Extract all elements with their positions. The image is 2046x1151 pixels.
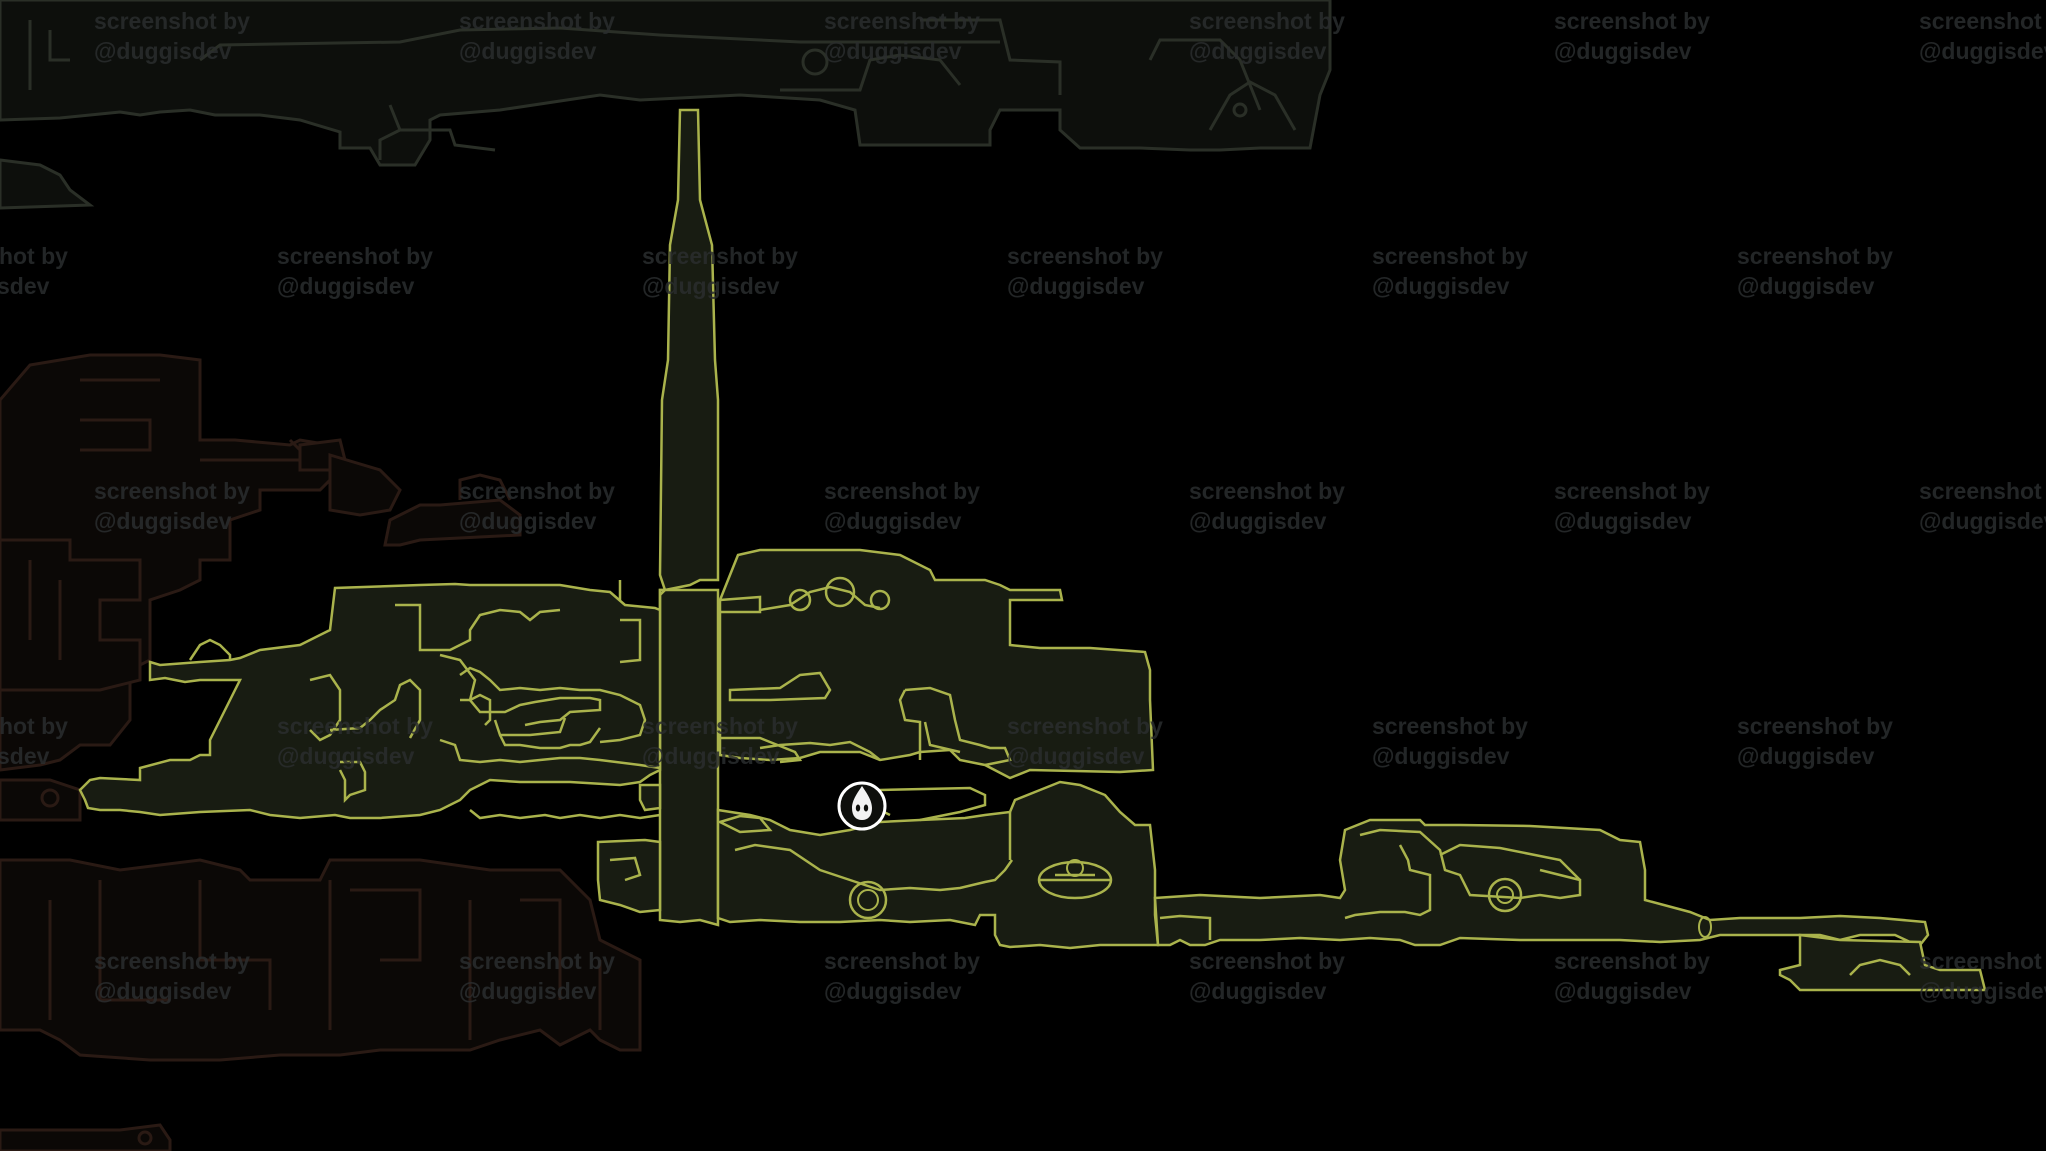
- dim-area-top: [0, 0, 1332, 210]
- player-marker[interactable]: [837, 781, 887, 831]
- dim-area-left: [0, 353, 642, 1151]
- knight-head-icon: [852, 786, 872, 820]
- active-area: [78, 108, 1987, 992]
